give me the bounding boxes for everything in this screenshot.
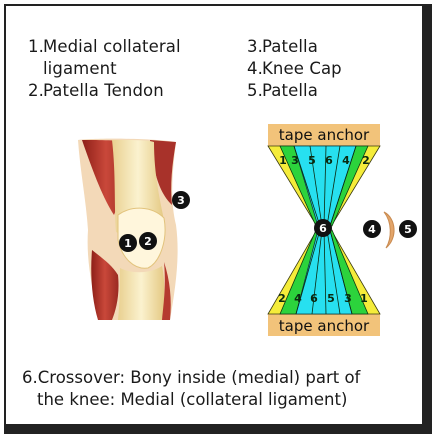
footnote-text: Crossover: Bony inside (medial) part of	[38, 368, 361, 387]
footnote-line-2: the knee: Medial (collateral ligament)	[22, 389, 360, 411]
legend-item-2: 2. Patella Tendon	[28, 80, 181, 102]
legend-label: Patella	[262, 36, 318, 58]
legend-label: Patella Tendon	[43, 80, 164, 102]
legend-item-1: 1. Medial collateral	[28, 36, 181, 58]
legend-item-1-cont: ligament	[28, 58, 181, 80]
legend-label: Knee Cap	[262, 58, 342, 80]
legend-left: 1. Medial collateral ligament 2. Patella…	[28, 36, 181, 102]
legend-item-4: 4. Knee Cap	[247, 58, 342, 80]
footnote-number: 6.	[22, 368, 38, 387]
footnote: 6.Crossover: Bony inside (medial) part o…	[22, 367, 360, 411]
footnote-line-1: 6.Crossover: Bony inside (medial) part o…	[22, 367, 360, 389]
legend-item-5: 5. Patella	[247, 80, 342, 102]
legend-right: 3. Patella 4. Knee Cap 5. Patella	[247, 36, 342, 102]
legend-label: Patella	[262, 80, 318, 102]
legend-label: ligament	[43, 58, 117, 80]
footnote-text: the knee: Medial (collateral ligament)	[37, 390, 347, 409]
legend-number: 5.	[247, 80, 262, 102]
legend-number: 3.	[247, 36, 262, 58]
legend-item-3: 3. Patella	[247, 36, 342, 58]
legend-label: Medial collateral	[43, 36, 181, 58]
legend-number: 1.	[28, 36, 43, 58]
legend-number: 2.	[28, 80, 43, 102]
legend-number: 4.	[247, 58, 262, 80]
